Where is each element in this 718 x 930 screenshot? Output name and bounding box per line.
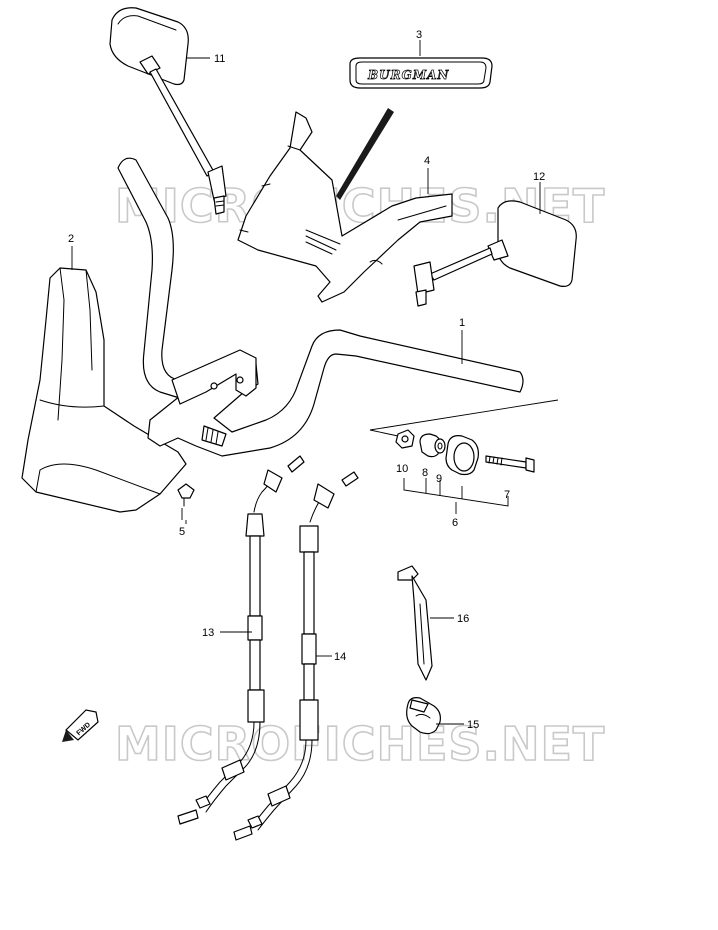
part-13-throttle-cable — [177, 455, 305, 825]
callout-12: 12 — [533, 171, 545, 183]
badge-lettering: BURGMAN — [367, 68, 449, 82]
badge-pointer-arrow — [336, 108, 394, 200]
callout-15: 15 — [467, 719, 479, 731]
callout-3: 3 — [416, 29, 422, 41]
callout-16: 16 — [457, 613, 469, 625]
callout-8: 8 — [422, 467, 428, 479]
callout-4: 4 — [424, 155, 430, 167]
watermark-bottom: MICROFICHES.NET — [115, 717, 605, 771]
part-6-balancer — [445, 435, 479, 476]
part-14-throttle-cable — [233, 471, 359, 841]
callout-10: 10 — [396, 463, 408, 475]
part-6-bracket — [403, 478, 509, 507]
part-7-bolt — [485, 455, 535, 473]
callout-1: 1 — [459, 317, 465, 329]
part-3-burgman-emblem: BURGMAN — [349, 57, 493, 89]
callout-13: 13 — [202, 627, 214, 639]
fwd-arrow-icon: FWD — [62, 709, 99, 742]
part-9-washer — [434, 438, 446, 454]
callout-14: 14 — [334, 651, 346, 663]
callout-7: 7 — [504, 489, 510, 501]
part-2-hand-guard — [21, 267, 187, 513]
part-5-clip — [177, 483, 195, 507]
part-1-handlebar — [117, 157, 524, 457]
part-10-fitting — [395, 429, 415, 449]
callout-11: 11 — [214, 53, 225, 65]
part-16-wrench — [397, 565, 433, 681]
part-4-handlebar-cover — [237, 111, 453, 303]
part-12-right-mirror — [413, 200, 577, 307]
bar-end-assembly-line — [369, 399, 559, 437]
callout-2: 2 — [68, 233, 74, 245]
callout-5: 5 — [179, 526, 185, 538]
callout-6: 6 — [452, 517, 458, 529]
part-15-clamp — [406, 697, 441, 735]
part-11-left-mirror — [109, 7, 227, 215]
callout-9: 9 — [436, 473, 442, 485]
